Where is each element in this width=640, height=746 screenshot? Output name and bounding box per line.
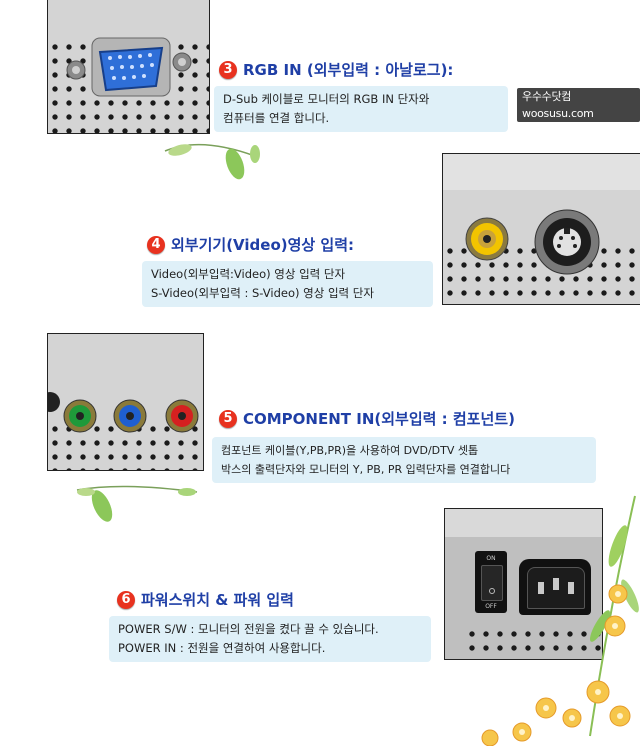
section-6-title: 파워스위치 & 파워 입력 (141, 591, 294, 609)
section-5-line-1: 컴포넌트 케이블(Y,PB,PR)을 사용하여 DVD/DTV 셋톱 (221, 444, 479, 457)
video-in-photo (442, 153, 640, 305)
switch-on-label: ON (486, 555, 496, 562)
socket-inner (527, 567, 585, 609)
section-5-title: COMPONENT IN(외부입력 : 컴포넌트) (243, 410, 515, 428)
section-6-line-1: POWER S/W : 모니터의 전원을 켰다 끌 수 있습니다. (118, 622, 379, 636)
component-in-photo (47, 333, 204, 471)
section-4-number: 4 (147, 235, 165, 254)
section-3-description: D-Sub 케이블로 모니터의 RGB IN 단자와 컴퓨터를 연결 합니다. (214, 86, 508, 132)
rocker-switch (481, 565, 503, 601)
panel-edge (445, 509, 602, 537)
section-5-description: 컴포넌트 케이블(Y,PB,PR)을 사용하여 DVD/DTV 셋톱 박스의 출… (212, 437, 596, 483)
section-3-heading: 3 RGB IN (외부입력 : 아날로그): (219, 59, 453, 80)
power-socket (519, 559, 591, 615)
section-3-line-2: 컴퓨터를 연결 합니다. (223, 111, 330, 125)
leaf-decoration-icon (76, 485, 198, 522)
section-6-number: 6 (117, 590, 135, 609)
section-5-number: 5 (219, 409, 237, 428)
section-4-description: Video(외부입력:Video) 영상 입력 단자 S-Video(외부입력 … (142, 261, 433, 307)
leaf-decoration-icon (164, 143, 260, 180)
section-6-line-2: POWER IN : 전원을 연결하여 사용합니다. (118, 641, 326, 655)
watermark-logo: 우수수닷컴 woosusu.com (517, 88, 640, 122)
section-3-title: RGB IN (외부입력 : 아날로그): (243, 61, 454, 79)
s-video-port-icon (534, 209, 600, 275)
power-switch: ON OFF (475, 551, 507, 613)
section-4-heading: 4 외부기기(Video)영상 입력: (147, 234, 354, 255)
flower-decoration-icon (481, 495, 639, 746)
rgb-in-photo (47, 0, 210, 134)
section-4-line-1: Video(외부입력:Video) 영상 입력 단자 (151, 267, 346, 281)
section-5-heading: 5 COMPONENT IN(외부입력 : 컴포넌트) (219, 408, 515, 429)
section-3-line-1: D-Sub 케이블로 모니터의 RGB IN 단자와 (223, 92, 430, 106)
section-4-title: 외부기기(Video)영상 입력: (171, 236, 355, 254)
component-ports-icon (48, 392, 199, 433)
section-4-line-2: S-Video(외부입력 : S-Video) 영상 입력 단자 (151, 286, 374, 300)
section-3-number: 3 (219, 60, 237, 79)
panel-edge (443, 154, 640, 190)
section-5-line-2: 박스의 출력단자와 모니터의 Y, PB, PR 입력단자를 연결합니다 (221, 463, 511, 476)
power-photo: ON OFF (444, 508, 603, 660)
rca-yellow-icon (465, 217, 509, 261)
section-6-heading: 6 파워스위치 & 파워 입력 (117, 589, 294, 610)
switch-off-label: OFF (485, 603, 497, 610)
perforated-panel (465, 627, 602, 659)
vga-port-icon (66, 37, 192, 97)
section-6-description: POWER S/W : 모니터의 전원을 켰다 끌 수 있습니다. POWER … (109, 616, 431, 662)
